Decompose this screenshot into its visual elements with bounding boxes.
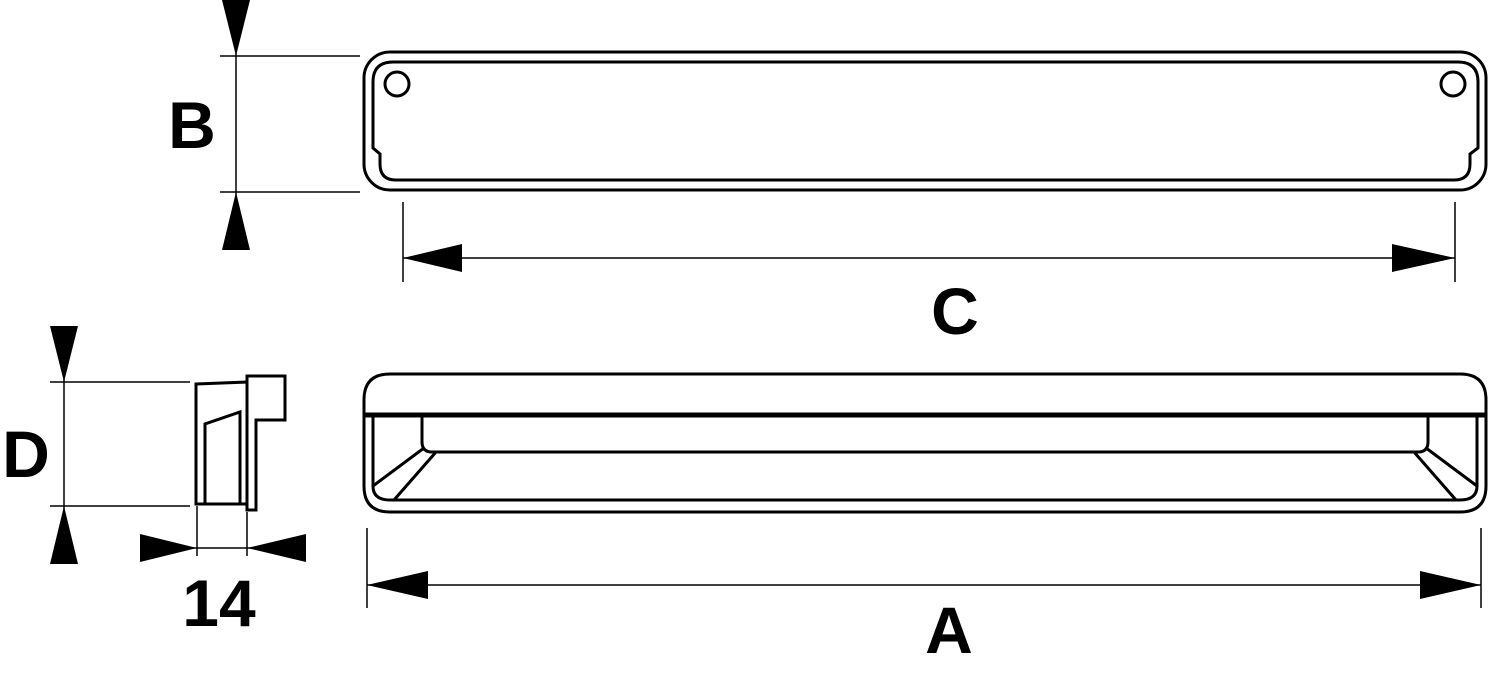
top-view-handle [362, 50, 1488, 192]
front-view-handle [362, 372, 1488, 514]
front-view-inner-outline [371, 416, 1479, 502]
dimension-d: D [2, 326, 190, 564]
mounting-hole-right-icon [1439, 70, 1467, 98]
dim-b-arrow-top-icon [222, 0, 250, 56]
front-view-top-lip [362, 372, 1488, 414]
profile-outline [194, 374, 287, 512]
dim-c-arrow-left-icon [403, 244, 462, 272]
front-view-recess-back [420, 416, 1430, 454]
side-profile-view [194, 374, 287, 512]
dim-depth-arrow-right-icon [247, 534, 306, 562]
front-view-outer-outline [362, 412, 1488, 514]
recess-corner-left-b [392, 451, 438, 501]
dimension-b: B [168, 0, 360, 250]
dimension-a: A [366, 528, 1482, 667]
dim-depth-arrow-left-icon [140, 534, 197, 562]
dim-a-arrow-right-icon [1420, 571, 1481, 599]
top-view-inner-outline [371, 60, 1480, 182]
dim-c-arrow-right-icon [1392, 244, 1455, 272]
dim-d-arrow-bottom-icon [50, 506, 78, 564]
dim-c-label: C [931, 274, 979, 348]
profile-cavity-outline [203, 409, 242, 504]
top-view-outer-outline [362, 50, 1488, 192]
dim-depth-label: 14 [182, 566, 256, 640]
dim-d-arrow-top-icon [50, 326, 78, 382]
dimension-depth: 14 [140, 506, 306, 640]
dim-b-arrow-bottom-icon [222, 192, 250, 250]
recess-corner-right-b [1412, 451, 1458, 501]
mounting-hole-left-icon [383, 70, 411, 98]
recess-corner-left-a [372, 446, 425, 488]
dimension-c: C [402, 202, 1456, 348]
dim-a-arrow-left-icon [367, 571, 428, 599]
dim-a-label: A [925, 593, 973, 667]
dim-d-label: D [2, 417, 50, 491]
dim-b-label: B [168, 88, 216, 162]
recess-corner-right-a [1425, 446, 1478, 488]
